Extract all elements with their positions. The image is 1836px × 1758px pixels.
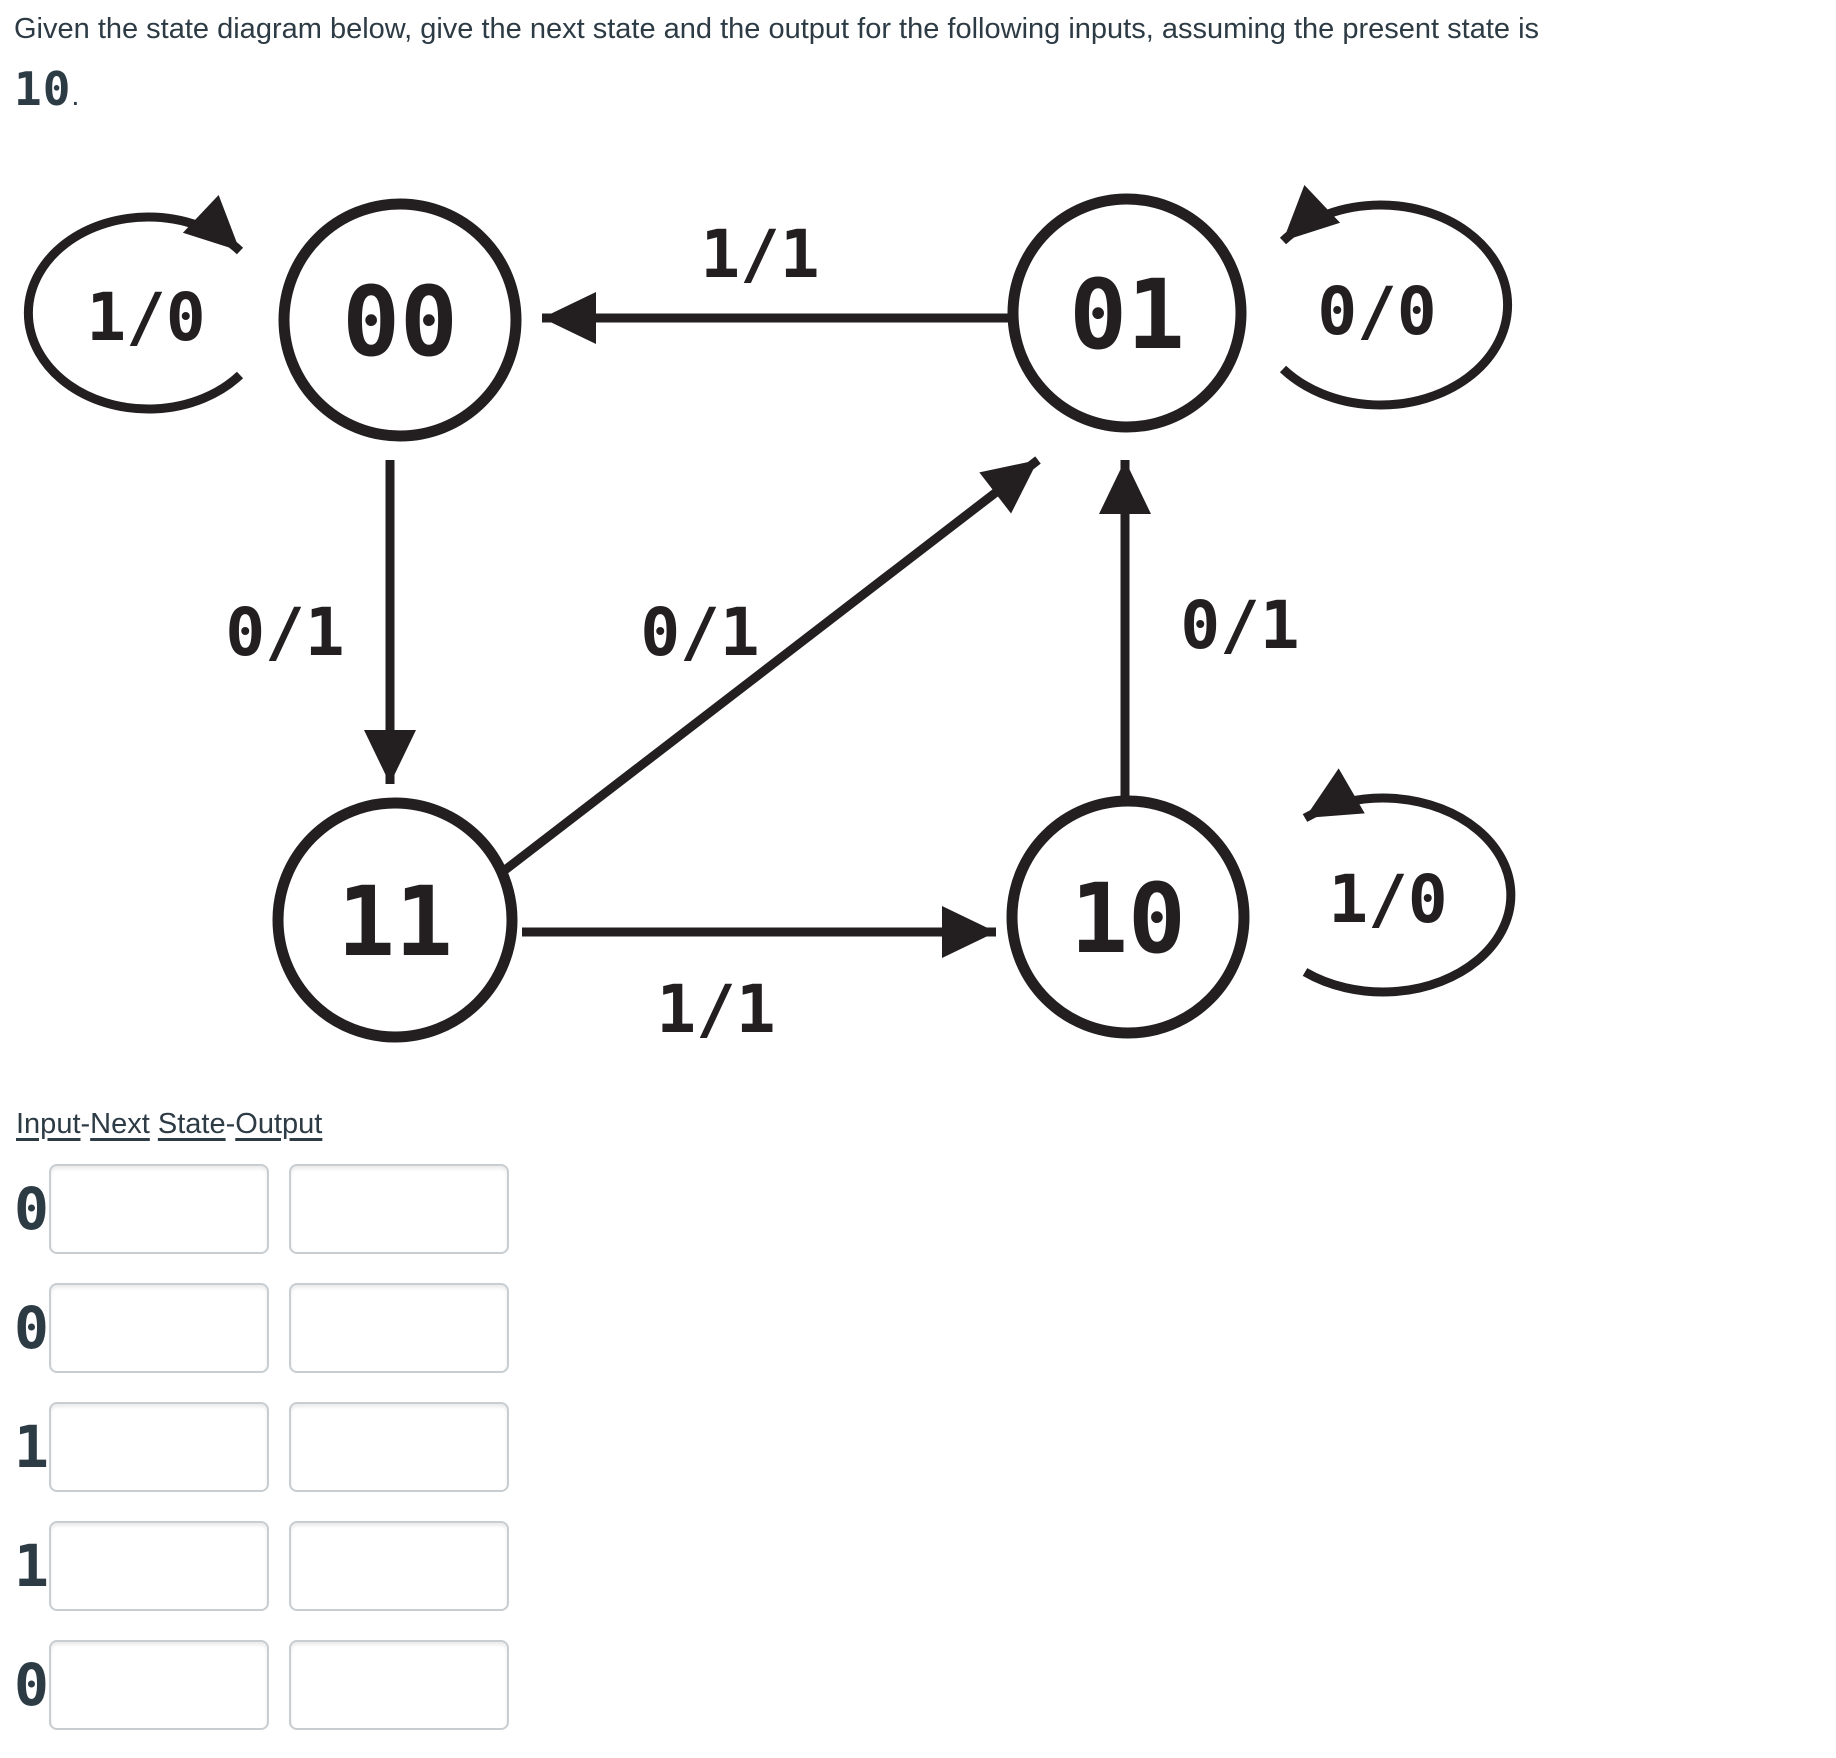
answer-row-3: 1 [14, 1401, 529, 1493]
transition-11-to-01 [502, 456, 1041, 874]
state-label-11: 11 [337, 866, 453, 978]
heading-word-state: State [157, 1108, 226, 1140]
output-input-1[interactable] [289, 1164, 509, 1254]
next-state-input-2[interactable] [49, 1283, 269, 1373]
present-state-value: 10 [14, 62, 72, 116]
next-state-input-4[interactable] [49, 1521, 269, 1611]
state-label-10: 10 [1070, 863, 1186, 975]
next-state-input-3[interactable] [49, 1402, 269, 1492]
state-node-11 [272, 797, 518, 1043]
heading-hyphen: - [225, 1108, 236, 1140]
question-text: Given the state diagram below, give the … [14, 13, 1540, 45]
heading-hyphen: - [80, 1108, 91, 1140]
input-label: 1 [14, 1413, 49, 1481]
answer-row-4: 1 [14, 1520, 529, 1612]
answer-rows: 0 0 1 1 0 [14, 1163, 529, 1758]
self-loop-00-label: 1/0 [86, 279, 205, 356]
state-node-01 [1007, 193, 1247, 433]
next-state-input-1[interactable] [49, 1164, 269, 1254]
input-label: 1 [14, 1532, 49, 1600]
heading-word-input: Input [16, 1108, 81, 1140]
state-label-01: 01 [1069, 259, 1185, 371]
self-loop-00 [23, 195, 244, 414]
state-label-00: 00 [342, 266, 458, 378]
answer-row-2: 0 [14, 1282, 529, 1374]
output-input-5[interactable] [289, 1640, 509, 1730]
input-label: 0 [14, 1294, 49, 1362]
period: . [71, 80, 80, 112]
input-label: 0 [14, 1651, 49, 1719]
answer-heading: Input-Next State-Output [16, 1108, 322, 1141]
transition-10-to-01-label: 0/1 [1180, 587, 1299, 664]
output-input-2[interactable] [289, 1283, 509, 1373]
question-present-state: 10. [14, 62, 79, 116]
transition-11-to-10-label: 1/1 [656, 971, 775, 1048]
heading-word-output: Output [235, 1108, 323, 1140]
self-loop-10-label: 1/0 [1328, 861, 1447, 938]
transition-01-to-00-label: 1/1 [700, 216, 819, 293]
answer-row-5: 0 [14, 1639, 529, 1731]
input-label: 0 [14, 1175, 49, 1243]
state-diagram-svg: 1/0 0/0 1/0 1/1 0/1 0/1 0/1 1/1 00 01 11… [23, 185, 1516, 1048]
heading-space [150, 1108, 158, 1140]
state-diagram-image: 1/0 0/0 1/0 1/1 0/1 0/1 0/1 1/1 00 01 11… [0, 170, 1550, 1075]
transition-11-to-01-label: 0/1 [640, 594, 759, 671]
self-loop-01 [1279, 185, 1512, 410]
output-input-3[interactable] [289, 1402, 509, 1492]
next-state-input-5[interactable] [49, 1640, 269, 1730]
transition-00-to-11-label: 0/1 [225, 594, 344, 671]
state-node-00 [278, 198, 522, 442]
output-input-4[interactable] [289, 1521, 509, 1611]
self-loop-01-label: 0/0 [1317, 273, 1436, 350]
state-node-10 [1006, 795, 1250, 1039]
self-loop-10 [1302, 768, 1516, 997]
answer-row-1: 0 [14, 1163, 529, 1255]
heading-word-next: Next [90, 1108, 150, 1140]
